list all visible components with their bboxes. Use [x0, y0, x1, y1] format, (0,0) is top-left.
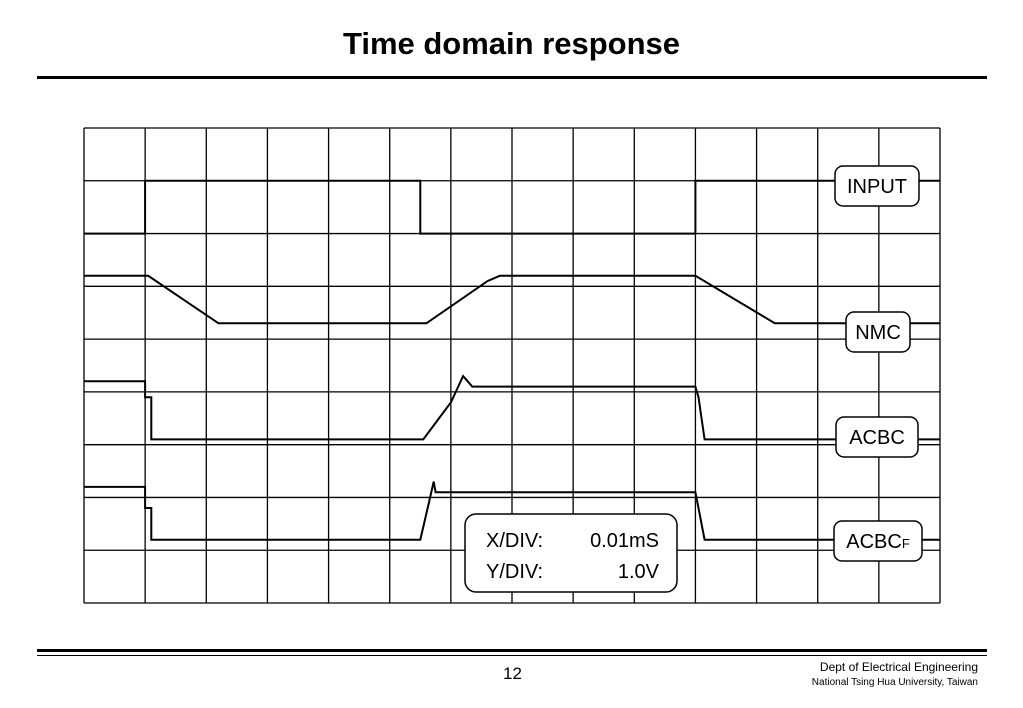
series-label-frame — [833, 520, 923, 562]
series-label-frame — [834, 165, 920, 207]
trace-nmc — [84, 274, 940, 325]
y-div-value: 1.0V — [618, 561, 660, 583]
series-label-input: INPUT — [834, 165, 920, 207]
footer-divider-thin — [37, 655, 987, 656]
trace-input — [84, 179, 940, 235]
series-label-acbcf: ACBCF — [833, 520, 923, 562]
scope-traces — [84, 179, 940, 541]
series-label-nmc: NMC — [845, 311, 911, 353]
series-label-subscript: F — [902, 536, 910, 551]
x-div-value: 0.01mS — [590, 530, 659, 552]
series-label-text: ACBCF — [846, 531, 910, 553]
footer-affiliation: Dept of Electrical Engineering National … — [812, 660, 978, 690]
x-div-label: X/DIV: — [486, 530, 543, 552]
series-label-text: INPUT — [847, 176, 907, 198]
title-divider — [37, 76, 987, 79]
footer-university: National Tsing Hua University, Taiwan — [811, 677, 978, 688]
series-label-text: ACBC — [849, 427, 905, 449]
series-label-frame — [835, 416, 919, 458]
trace-acbcf — [84, 481, 940, 541]
trace-acbc — [84, 374, 940, 441]
div-readout-box: X/DIV: 0.01mS Y/DIV: 1.0V — [464, 513, 678, 593]
footer-divider — [37, 649, 987, 652]
series-label-acbc: ACBC — [835, 416, 919, 458]
series-label-frame — [845, 311, 911, 353]
y-div-label: Y/DIV: — [486, 561, 543, 583]
slide-title: Time domain response — [342, 26, 681, 61]
footer-dept: Dept of Electrical Engineering — [819, 660, 978, 674]
trace-labels: INPUT NMC ACBC ACBCF — [833, 165, 923, 562]
page-number: 12 — [503, 664, 522, 683]
series-label-text: NMC — [855, 322, 901, 344]
